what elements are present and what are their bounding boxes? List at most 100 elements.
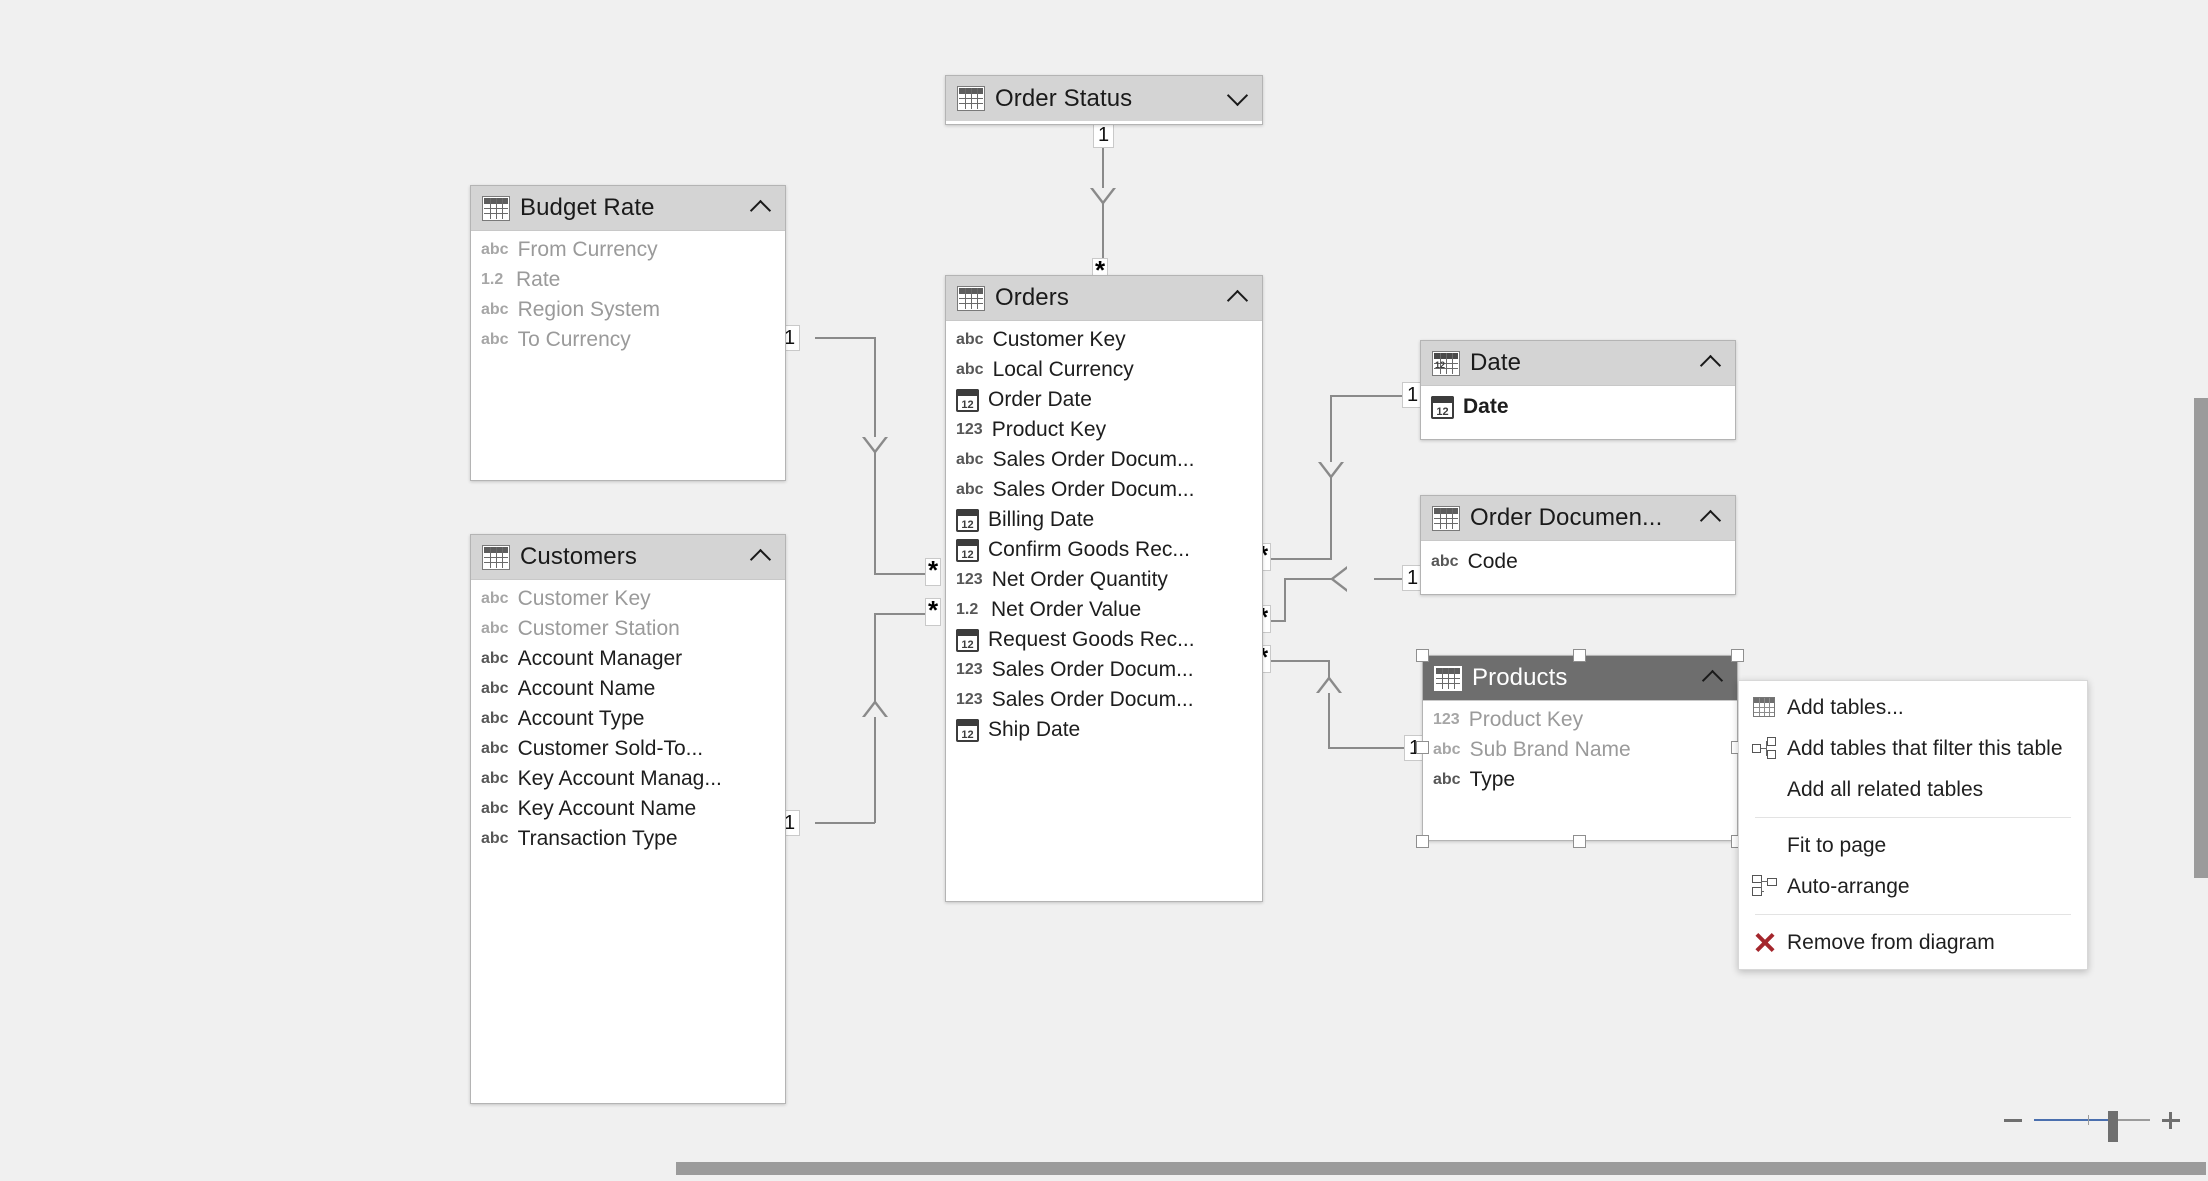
selection-handle-top-center[interactable] [1573,649,1586,662]
type-text-icon: abc [481,800,509,817]
relationship-arrow-up-products [1316,676,1342,693]
vertical-scrollbar-thumb[interactable] [2194,398,2208,878]
chevron-up-icon[interactable] [1226,285,1252,311]
chevron-up-icon[interactable] [749,195,775,221]
selection-handle-top-left[interactable] [1416,649,1429,662]
table-header-order-status[interactable]: Order Status [946,76,1262,121]
relationship-line-date-h1[interactable] [1330,395,1414,397]
table-header-date[interactable]: 12 Date [1421,341,1735,386]
menu-item-fit-to-page[interactable]: Fit to page [1739,825,2087,866]
relationship-arrow-left-orderdoc [1330,566,1347,592]
relationship-line-budgetrate-h1[interactable] [815,337,875,339]
table-icon [957,285,985,311]
selection-handle-bottom-left[interactable] [1416,835,1429,848]
remove-x-icon [1751,930,1787,956]
table-title: Orders [995,284,1069,311]
table-header-order-document[interactable]: Order Documen... [1421,496,1735,541]
type-date-icon: 12 [956,388,979,412]
table-header-budget-rate[interactable]: Budget Rate [471,186,785,231]
relationship-line-orderdoc-h1[interactable] [1374,578,1418,580]
chevron-down-icon[interactable] [1226,86,1252,112]
relationship-line-date-h2[interactable] [1264,558,1332,560]
relationship-line-orderdoc-h2[interactable] [1264,620,1286,622]
selection-handle-middle-left[interactable] [1416,741,1429,754]
horizontal-scrollbar-thumb[interactable] [676,1162,2206,1175]
table-header-products[interactable]: Products [1423,656,1737,701]
zoom-slider-track[interactable] [2034,1107,2150,1142]
type-date-icon: 12 [956,718,979,742]
zoom-in-icon[interactable] [2158,1107,2184,1133]
menu-item-add-all-related-tables[interactable]: Add all related tables [1739,769,2087,810]
relationship-line-products-h2[interactable] [1328,747,1416,749]
chevron-up-icon[interactable] [1699,350,1725,376]
selection-handle-top-right[interactable] [1731,649,1744,662]
menu-item-auto-arrange[interactable]: Auto-arrange [1739,866,2087,907]
type-decimal-icon: 1.2 [956,601,979,618]
menu-item-add-tables[interactable]: Add tables... [1739,687,2087,728]
relationship-line-customers-h2[interactable] [874,613,932,615]
selection-handle-bottom-center[interactable] [1573,835,1586,848]
relationship-line-products-v[interactable] [1328,660,1330,749]
chevron-up-icon[interactable] [1699,505,1725,531]
relationship-line-customers-h1[interactable] [815,822,875,824]
chevron-up-icon[interactable] [1701,665,1727,691]
relationship-line-products-h1[interactable] [1264,660,1330,662]
menu-item-remove-from-diagram[interactable]: Remove from diagram [1739,922,2087,963]
relationship-line-budgetrate-v[interactable] [874,337,876,575]
chevron-up-icon[interactable] [749,544,775,570]
table-header-orders[interactable]: Orders [946,276,1262,321]
relationship-line-orderdoc-v[interactable] [1284,578,1286,622]
zoom-control[interactable] [2000,1107,2184,1142]
zoom-slider-thumb[interactable] [2108,1111,2118,1142]
context-menu[interactable]: Add tables... Add tables that filter thi… [1738,680,2088,970]
table-card-order-status[interactable]: Order Status [945,75,1263,125]
relationship-line-orderdoc-h3[interactable] [1284,578,1332,580]
zoom-out-icon[interactable] [2000,1107,2026,1133]
relationship-line-budgetrate-h2[interactable] [874,573,932,575]
menu-separator [1755,817,2071,818]
table-header-customers[interactable]: Customers [471,535,785,580]
type-text-icon: abc [481,620,509,637]
relationship-line-customers-v[interactable] [874,613,876,823]
menu-item-add-tables-that-filter[interactable]: Add tables that filter this table [1739,728,2087,769]
